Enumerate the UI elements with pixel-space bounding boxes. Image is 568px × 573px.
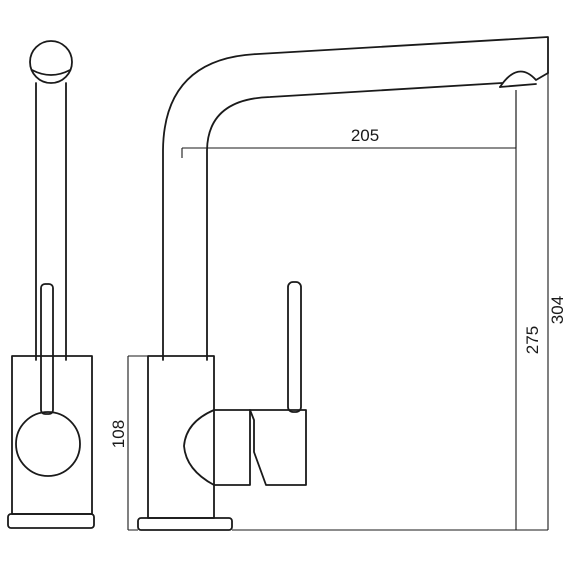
side-base xyxy=(7,513,95,529)
side-lever-hub xyxy=(15,411,81,477)
dim-line-total-height xyxy=(232,73,549,531)
side-lever xyxy=(40,283,54,415)
side-spout-column xyxy=(35,82,67,361)
side-body xyxy=(11,355,93,515)
front-view xyxy=(137,36,549,531)
side-spout-head xyxy=(29,40,73,84)
front-aerator xyxy=(499,70,549,88)
front-cartridge-dome xyxy=(183,409,251,486)
side-view xyxy=(7,40,95,529)
dim-label-reach: 205 xyxy=(351,126,379,145)
front-base xyxy=(137,517,233,531)
front-lever xyxy=(287,281,302,413)
side-spout-head-ring xyxy=(31,69,71,76)
front-body xyxy=(147,355,215,519)
front-spout-outer xyxy=(162,36,549,361)
dim-line-reach xyxy=(181,90,517,158)
dim-label-body-height: 108 xyxy=(109,420,128,448)
front-spout-inner xyxy=(206,82,503,361)
dim-label-total-height: 304 xyxy=(548,296,567,324)
front-handle-hub xyxy=(249,409,307,486)
dim-label-outlet-height: 275 xyxy=(523,326,542,354)
front-aerator-rim xyxy=(499,83,537,88)
dimensions: 205 304 275 108 xyxy=(109,73,567,531)
dim-line-body-height xyxy=(127,355,148,531)
